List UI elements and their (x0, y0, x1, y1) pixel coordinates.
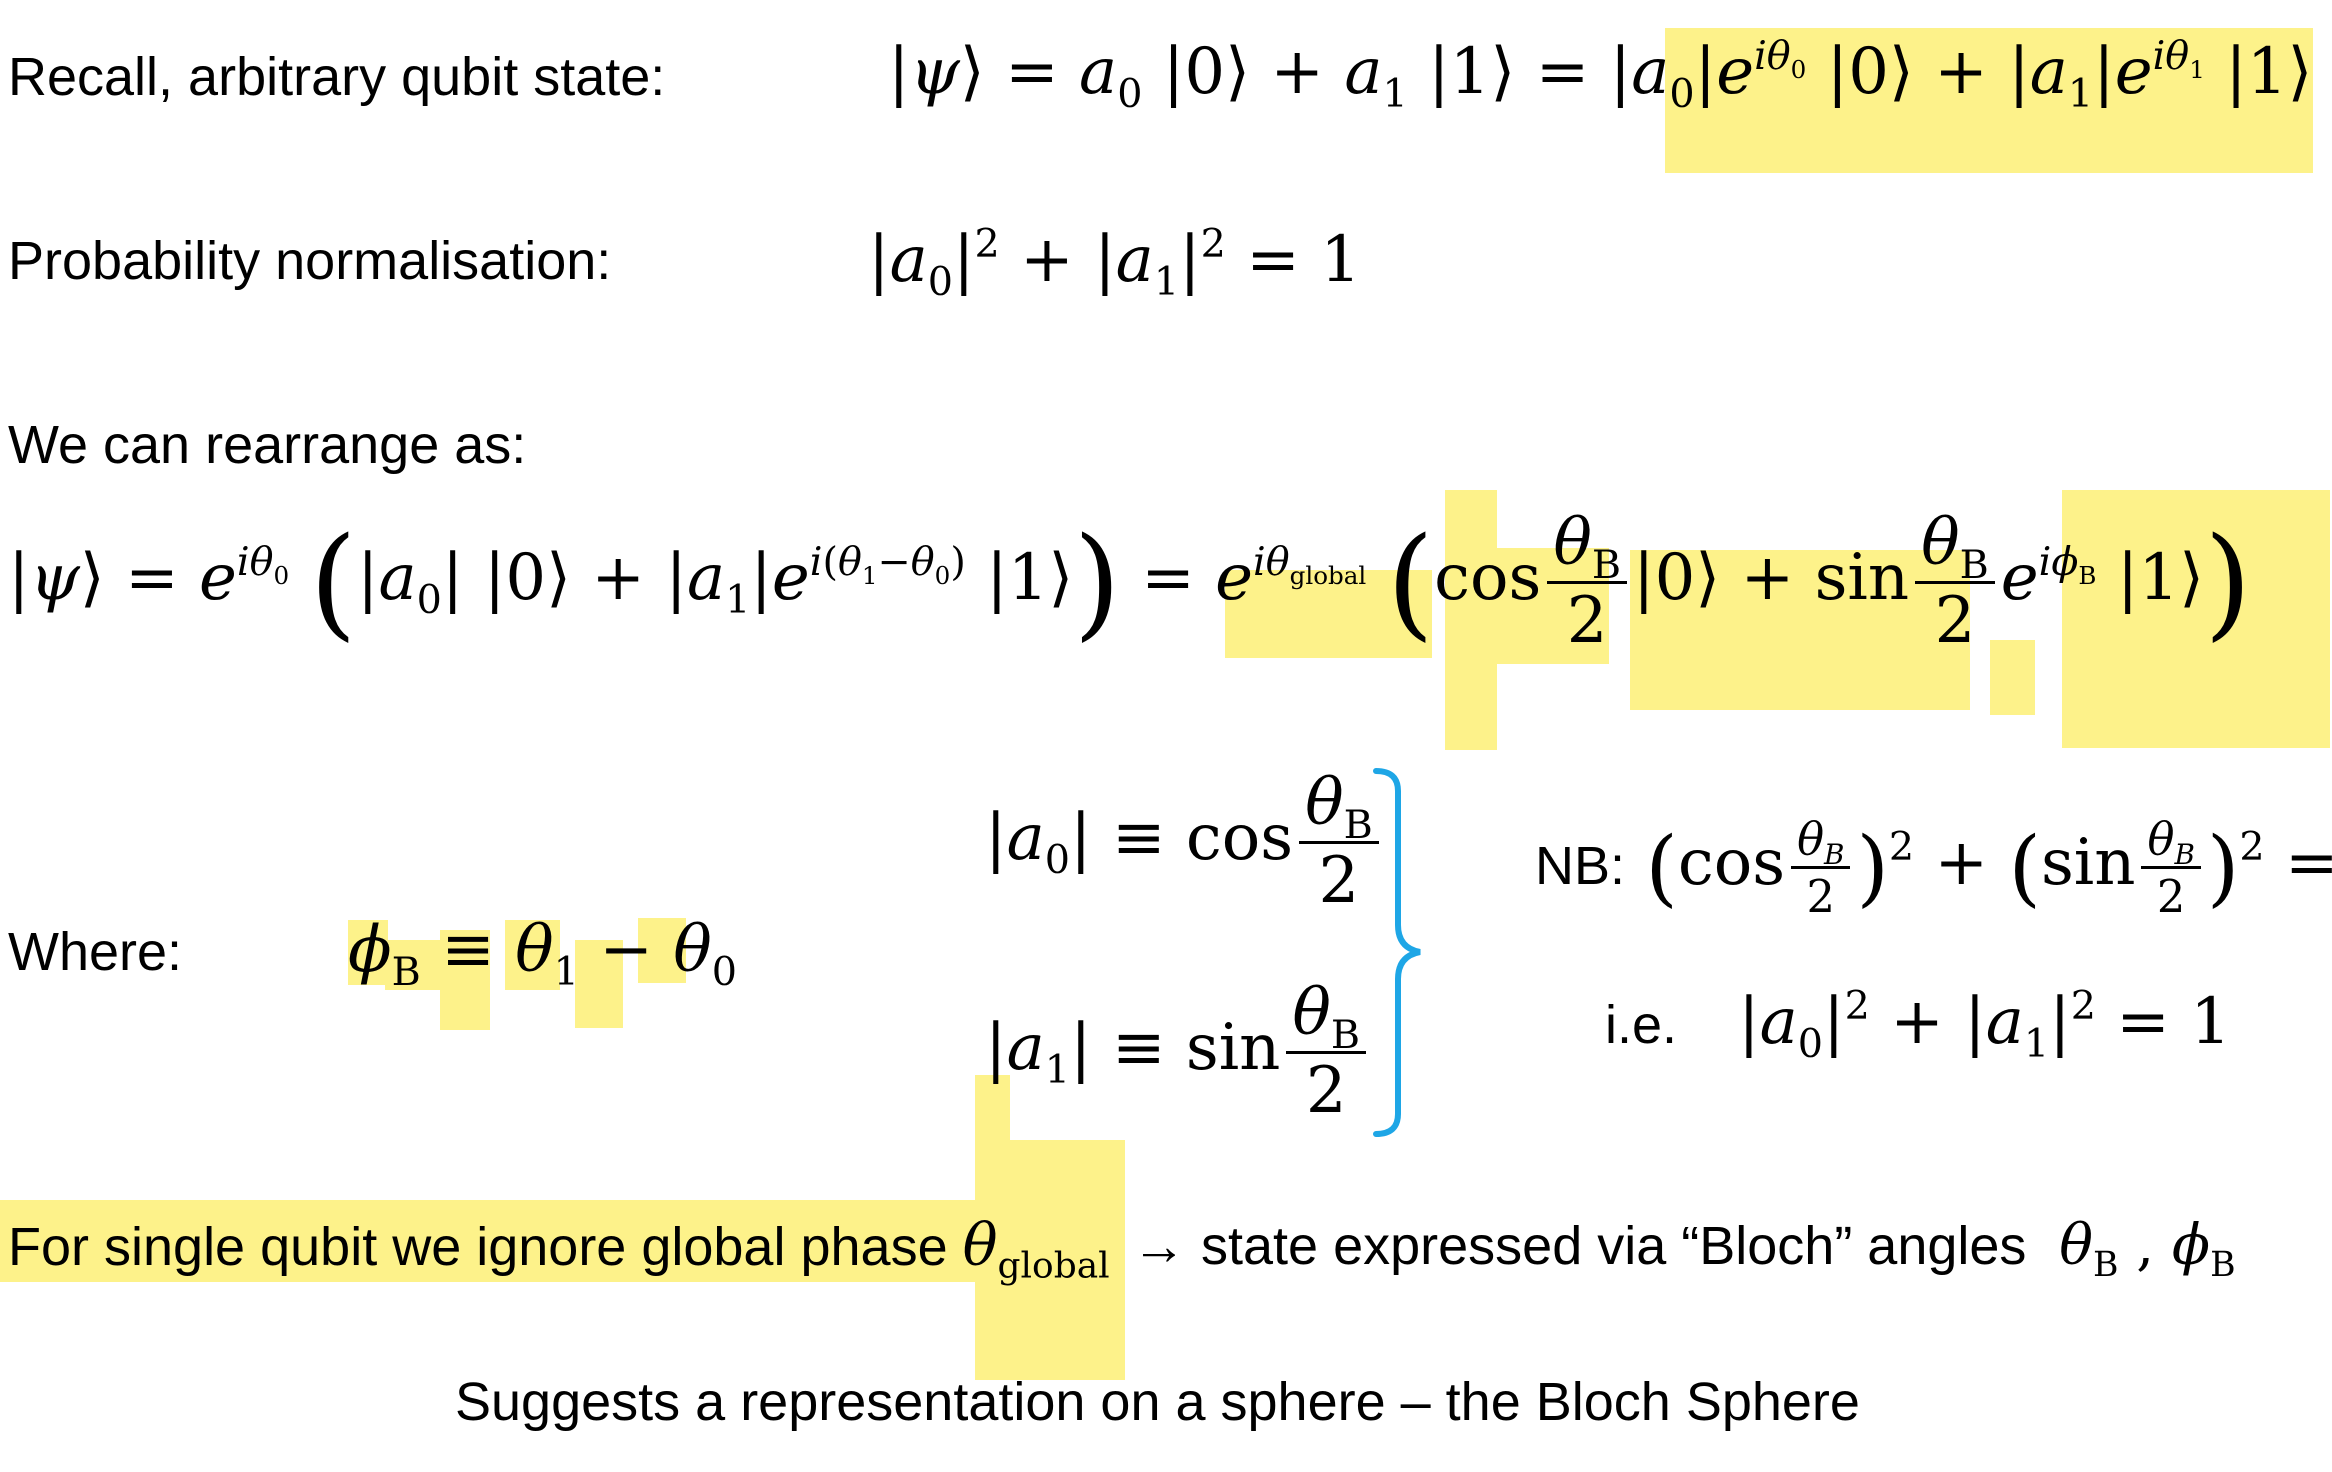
where-label: Where: (8, 922, 183, 982)
curly-bracket-icon (1373, 768, 1421, 1137)
highlight-theta0 (638, 918, 686, 983)
highlight-global-phase-line (0, 1200, 1125, 1282)
phi-b-definition: ϕB ≡ θ1 − θ0 (348, 913, 737, 995)
bloch-sphere-caption: Suggests a representation on a sphere – … (455, 1372, 1860, 1432)
probability-label: Probability normalisation: (8, 231, 612, 291)
bloch-angles-text: → state expressed via “Bloch” angles θB … (1132, 1213, 2236, 1286)
rearranged-equation: |ψ⟩ = eiθ0 (|a0| |0⟩ + |a1|ei(θ1−θ0) |1⟩… (8, 506, 2252, 659)
highlight-equiv (440, 930, 490, 1030)
highlight-phi-b-sub (385, 940, 450, 990)
highlight-theta1 (505, 920, 560, 990)
normalisation-equation: |a0|2 + |a1|2 = 1 (868, 220, 1361, 305)
arbitrary-state-equation: |ψ⟩ = a0 |0⟩ + a1 |1⟩ = |a0|eiθ0 |0⟩ + |… (888, 32, 2313, 117)
ie-label: i.e. (1605, 995, 1678, 1055)
highlight-minus (575, 940, 623, 1028)
highlight-global-phase-block (975, 1140, 1125, 1380)
highlight-sin-fraction (1990, 640, 2035, 715)
highlight-bloch-paren (1445, 490, 1497, 750)
global-phase-label: For single qubit we ignore global phase (8, 1217, 948, 1277)
nb-label: NB: (1535, 836, 1626, 897)
highlight-phi-b (348, 920, 388, 985)
highlight-phase-ket (2062, 490, 2330, 748)
highlight-recall-phases (1665, 28, 2313, 173)
highlight-global-phase-factor (1225, 570, 1432, 658)
highlight-cos-fraction (1630, 550, 1970, 710)
rearrange-label: We can rearrange as: (8, 415, 527, 475)
recall-label: Recall, arbitrary qubit state: (8, 47, 666, 107)
ie-identity: i.e. |a0|2 + |a1|2 = 1 (1605, 982, 2231, 1067)
highlight-cos-term (1497, 548, 1609, 664)
global-phase-text: For single qubit we ignore global phase … (8, 1211, 1110, 1287)
bloch-angles-label: → state expressed via “Bloch” angles (1132, 1216, 2027, 1276)
